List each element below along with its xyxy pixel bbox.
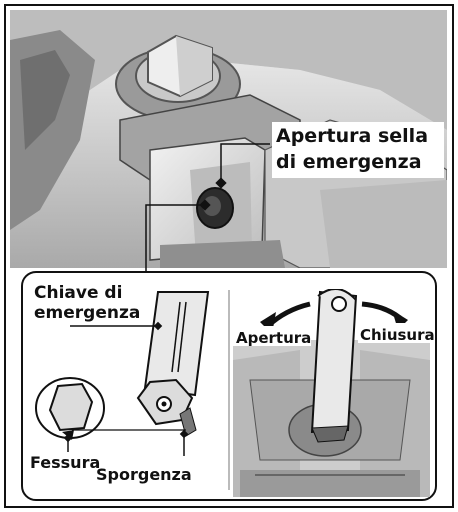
callout-label-bg xyxy=(272,122,444,178)
close-label: Chiusura xyxy=(360,326,435,344)
open-label: Apertura xyxy=(236,329,311,347)
emergency-key-illustration xyxy=(136,291,210,437)
close-arrow-head xyxy=(392,310,408,330)
lock-slot-illustration xyxy=(35,377,105,440)
slot-label: Fessura xyxy=(30,453,100,472)
callout-leader-opening xyxy=(220,143,270,183)
scooter-compartment-illustration xyxy=(10,10,447,268)
callout-marker-opening xyxy=(215,177,227,189)
slot-label-marker xyxy=(63,433,73,443)
key-rotation-illustration xyxy=(233,289,430,497)
close-label-bg xyxy=(358,323,432,343)
key-label-line1: Chiave di xyxy=(34,283,122,303)
tab-label-marker xyxy=(179,429,189,439)
leader-marker-to-inset xyxy=(199,199,211,211)
open-label-bg xyxy=(233,326,311,346)
callout-label-line2: di emergenza xyxy=(276,151,422,173)
callout-label-line1: Apertura sella xyxy=(276,125,428,147)
leader-to-inset xyxy=(145,204,205,272)
tab-label: Sporgenza xyxy=(96,465,192,484)
key-label-marker xyxy=(153,321,163,331)
key-label-line2: emergenza xyxy=(34,303,140,323)
